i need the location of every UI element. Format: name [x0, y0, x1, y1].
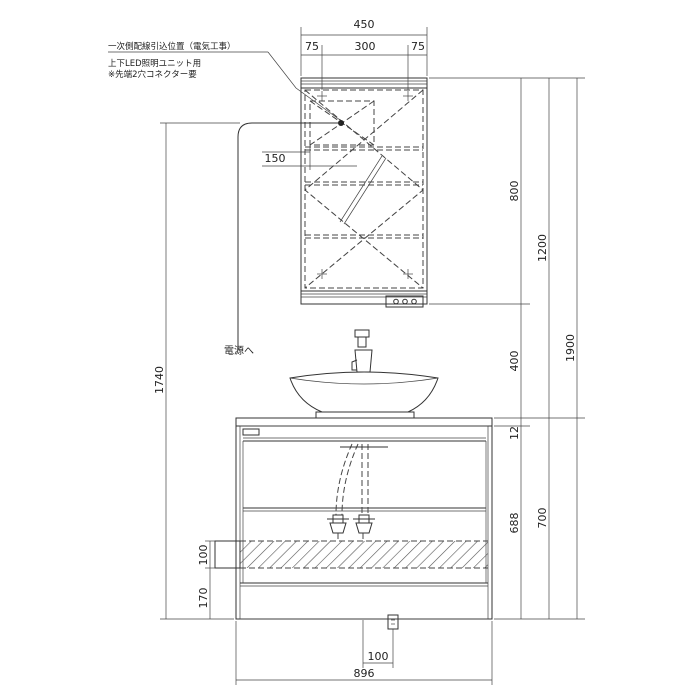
note-led-unit: 上下LED照明ユニット用 — [108, 59, 201, 69]
switch-button — [411, 298, 417, 305]
vessel-bowl — [289, 371, 439, 419]
dim-outlet-height: 1740 — [153, 366, 166, 394]
dim-vanity-width: 896 — [354, 667, 375, 680]
left-dimensions — [160, 122, 240, 620]
cabinet-inner-outline — [304, 89, 424, 289]
dim-counter-thickness: 12 — [508, 426, 521, 440]
stop-valve — [353, 514, 375, 534]
dim-drain-band: 100 — [197, 545, 210, 566]
brand-plate — [242, 428, 260, 436]
dim-cabinet-height: 800 — [508, 181, 521, 202]
dim-drain-offset: 100 — [368, 650, 389, 663]
vanity-cabinet — [214, 417, 493, 630]
dim-cabinet-width: 450 — [354, 18, 375, 31]
dim-cabinet-center: 300 — [355, 40, 376, 53]
dim-wiring-offset: 150 — [265, 152, 286, 165]
drain-pipe — [387, 614, 399, 630]
switch-button — [393, 298, 399, 305]
note-wiring-position: 一次側配線引込位置（電気工事） — [108, 41, 236, 52]
faucet — [351, 329, 373, 373]
bottom-dimensions — [235, 620, 493, 685]
dim-vanity-body: 688 — [508, 513, 521, 534]
stop-valve — [327, 514, 349, 534]
power-cable — [237, 122, 341, 350]
note-leader — [267, 51, 341, 121]
switch-panel — [385, 295, 424, 308]
top-dimensions — [300, 27, 428, 90]
note-power: 電源へ — [224, 344, 254, 357]
mount-marks — [317, 91, 413, 279]
dim-cabinet-right-margin: 75 — [411, 40, 425, 53]
mirror-cabinet — [300, 77, 428, 308]
dim-gap-height: 400 — [508, 351, 521, 372]
switch-button — [402, 298, 408, 305]
dim-vanity-height: 700 — [536, 508, 549, 529]
dim-overall-height: 1900 — [564, 334, 577, 362]
dim-cabinet-top-height: 1200 — [536, 234, 549, 262]
dim-base-height: 170 — [197, 588, 210, 609]
note-connector: ※先端2穴コネクター要 — [108, 69, 197, 80]
service-zone — [240, 541, 488, 568]
dim-cabinet-left-margin: 75 — [305, 40, 319, 53]
right-dimensions — [429, 77, 585, 620]
counter-top — [235, 417, 493, 427]
